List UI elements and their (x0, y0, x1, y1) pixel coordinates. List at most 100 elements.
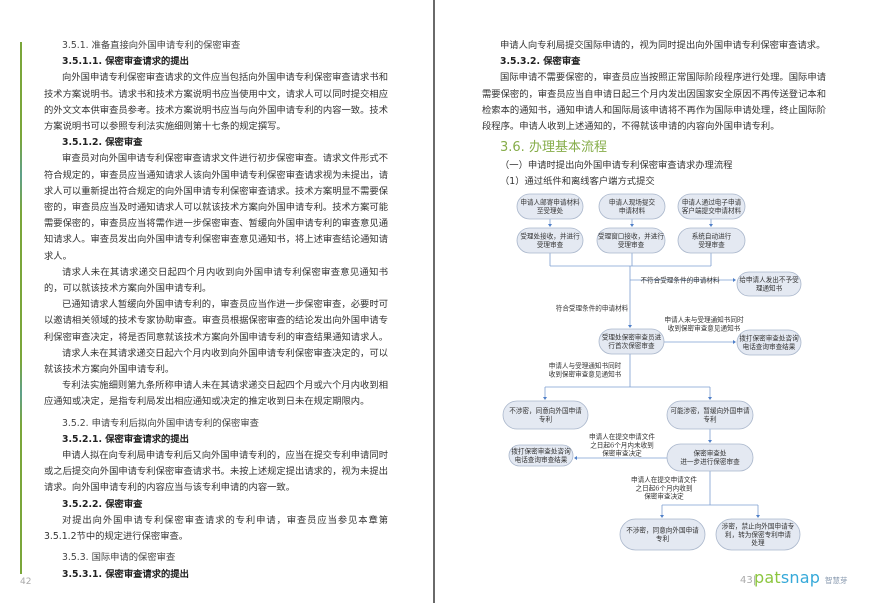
list-heading: （一）申请时提出向外国申请专利保密审查请求办理流程 (500, 160, 733, 172)
list-heading: （1）通过纸件和离线客户端方式提交 (500, 176, 655, 188)
flow-node-label-line: 保密审查处 (694, 449, 727, 458)
flow-node-final-ok: 不涉密，同意向外国申请专利 (619, 518, 706, 551)
arrowhead-icon (733, 278, 736, 282)
right-page-text-column: 申请人向专利局提交国际申请的，视为同时提出向外国申请专利保密审查请求。3.5.3… (482, 38, 826, 191)
flow-edge-label-qualified-line: 符合受理条件的申请材料 (556, 303, 629, 312)
flow-node-label: 受理处保密审查员进行首次保密审查 (602, 333, 662, 350)
body-paragraph: 申请人向专利局提交国际申请的，视为同时提出向外国申请专利保密审查请求。 (500, 40, 826, 51)
flow-node-label: 受理处接收，并进行受理审查 (520, 232, 580, 249)
flow-node-label-line: 进一步进行保密审查 (680, 457, 740, 466)
flow-node-label-line: 申请人邮寄申请材料 (520, 198, 580, 207)
flow-edge-label-with-notice-line: 申请人与受理通知书同时 (549, 361, 622, 370)
flow-node-label: 申请人现场提交申请材料 (609, 198, 656, 215)
flow-edge-label-with-notice: 申请人与受理通知书同时收到保密审查意见通知书 (549, 361, 622, 378)
flow-node-label-line: 涉密，禁止向外国申请专 (722, 522, 795, 531)
body-paragraph: 请求人未在其请求递交日起四个月内收到向外国申请专利保密审查意见通知书的，可以就该… (44, 266, 388, 295)
section-heading: 3.5.2. 申请专利后拟向外国申请专利的保密审查 (62, 417, 259, 429)
flow-node-first-review: 受理处保密审查员进行首次保密审查 (598, 328, 665, 355)
flow-node-label-line: 电话查询审查结果 (743, 342, 796, 351)
flow-edge-label-no-decision-line: 保密审查决定 (602, 449, 642, 458)
flow-node-online: 申请人通过电子申请客户端提交申请材料 (677, 193, 746, 220)
flow-node-onsite: 申请人现场提交申请材料 (598, 193, 666, 220)
right-page: 申请人向专利局提交国际申请的，视为同时提出向外国申请专利保密审查请求。3.5.3… (435, 0, 869, 603)
flow-node-label-line: 客户端提交申请材料 (682, 206, 742, 215)
flow-node-label-line: 给申请人发出不予受 (739, 275, 799, 284)
flow-node-shape (619, 518, 706, 551)
page-number-text: 43 (740, 575, 753, 586)
flow-edge-label-decision-line: 之日起6个月内收到 (636, 483, 693, 492)
flow-node-label-line: 不涉密，同意向外国申请 (509, 406, 582, 415)
flow-node-label: 系统自动进行受理审查 (692, 232, 732, 249)
flow-node-label-line: 申请人现场提交 (609, 198, 656, 207)
flow-edge-label-no-notice-line: 申请人未与受理通知书同时 (664, 315, 744, 324)
flow-node-shape (666, 443, 754, 472)
flow-node-shape (502, 400, 589, 430)
body-paragraph: 申请人拟在向专利局申请专利后又向外国申请专利的，应当在提交专利申请同时或之后提交… (44, 450, 388, 494)
page-edge-accent-bar (20, 42, 22, 574)
arrowhead-icon (708, 440, 712, 443)
flow-node-shape (715, 518, 801, 551)
page-spread-divider (433, 0, 435, 603)
flow-node-label-line: 受理处接收，并进行 (520, 232, 580, 241)
flow-node-shape (598, 193, 666, 220)
flow-edge-label-decision: 申请人在提交申请文件之日起6个月内收到保密审查决定 (631, 475, 697, 500)
subsection-heading: 3.5.2.1. 保密审查请求的提出 (62, 433, 189, 445)
subsection-heading: 3.5.2.2. 保密审查 (62, 498, 143, 510)
flow-node-recv-mail: 受理处接收，并进行受理审查 (516, 227, 584, 254)
flow-edge-label-no-decision-line: 之日起6个月内未收到 (590, 440, 654, 449)
flow-node-shape (516, 193, 584, 220)
flow-node-shape (736, 271, 802, 297)
flow-edge-label-no-notice-line: 收到保密审查意见通知书 (668, 323, 741, 332)
section-heading: 3.5.1. 准备直接向外国申请专利的保密审查 (62, 40, 241, 51)
body-paragraph: 向外国申请专利保密审查请求的文件应当包括向外国申请专利保密审查请求书和技术方案说… (44, 72, 388, 133)
flow-edge-label-not-qualified: 不符合受理条件的申请材料 (640, 275, 720, 284)
flow-edge-label-no-decision: 申请人在提交申请文件之日起6个月内未收到保密审查决定 (589, 432, 655, 457)
arrowhead-icon (756, 515, 760, 518)
flow-node-shape (677, 227, 746, 254)
flow-edge-label-qualified: 符合受理条件的申请材料 (556, 303, 629, 312)
flow-node-call1: 拨打保密审查处咨询电话查询审查结果 (736, 329, 802, 356)
flow-edge-label-with-notice-line: 收到保密审查意见通知书 (549, 369, 622, 378)
flow-edge-label-not-qualified-line: 不符合受理条件的申请材料 (640, 275, 720, 284)
arrowhead-icon (628, 325, 632, 328)
body-paragraph: 对提出向外国申请专利保密审查请求的专利申请，审查员应当参见本章第3.5.1.2节… (44, 514, 388, 543)
body-paragraph: 已通知请求人暂缓向外国申请专利的，审查员应当作进一步保密审查，必要时可以邀请相关… (44, 299, 388, 343)
flow-node-label: 给申请人发出不予受理通知书 (739, 275, 799, 292)
flow-node-label-line: 可能涉密，暂缓向外国申请 (670, 406, 750, 415)
arrowhead-icon (574, 456, 577, 460)
flow-node-label-line: 拨打保密审查处咨询 (739, 334, 799, 343)
flow-node-label: 保密审查处进一步进行保密审查 (680, 449, 740, 466)
body-paragraph: 专利法实施细则第九条所称申请人未在其请求递交日起四个月或六个月内收到相应通知或决… (44, 380, 388, 408)
flow-node-label: 受理窗口接收，并进行受理审查 (598, 232, 664, 249)
body-paragraph: 审查员对向外国申请专利保密审查请求文件进行初步保密审查。请求文件形式不符合规定的… (44, 153, 388, 262)
logo-text-pat: pat (754, 568, 781, 587)
section-heading: 3.5.3. 国际申请的保密审查 (62, 552, 176, 564)
flow-node-label-line: 处理 (751, 538, 765, 547)
flow-node-recv-auto: 系统自动进行受理审查 (677, 227, 746, 254)
flow-node-final-secret: 涉密，禁止向外国申请专利，转为保密专利申请处理 (715, 518, 801, 551)
arrowhead-icon (709, 224, 713, 227)
flow-edge-label-decision-line: 保密审查决定 (644, 492, 684, 501)
flow-node-label-line: 不涉密，同意向外国申请 (626, 526, 699, 535)
flow-node-label-line: 受理审查 (537, 240, 564, 249)
flow-node-label-line: 至受理处 (537, 206, 564, 215)
flow-node-label: 拨打保密审查处咨询电话查询审查结果 (739, 334, 799, 351)
arrowhead-icon (630, 224, 634, 227)
flow-node-label-line: 受理窗口接收，并进行 (598, 232, 664, 241)
body-paragraph: 请求人未在其请求递交日起六个月内收到向外国申请专利保密审查决定的，可以就该技术方… (44, 347, 388, 376)
flow-node-label-line: 利，转为保密专利申请 (725, 530, 791, 539)
flow-node-label-line: 受理处保密审查员进 (602, 333, 662, 342)
flow-node-label-line: 理通知书 (756, 283, 783, 292)
flow-node-label-line: 拨打保密审查处咨询 (511, 447, 571, 456)
flow-node-shape (508, 444, 574, 467)
flow-node-label-line: 受理审查 (698, 240, 725, 249)
flow-node-shape (677, 193, 746, 220)
flow-node-not-secret: 不涉密，同意向外国申请专利 (502, 400, 589, 430)
flow-node-shape (516, 227, 584, 254)
flow-node-mail: 申请人邮寄申请材料至受理处 (516, 193, 584, 220)
flow-node-label-line: 电话查询审查结果 (515, 455, 568, 464)
flow-node-further: 保密审查处进一步进行保密审查 (666, 443, 754, 472)
subsection-heading: 3.5.1.2. 保密审查 (62, 137, 143, 149)
